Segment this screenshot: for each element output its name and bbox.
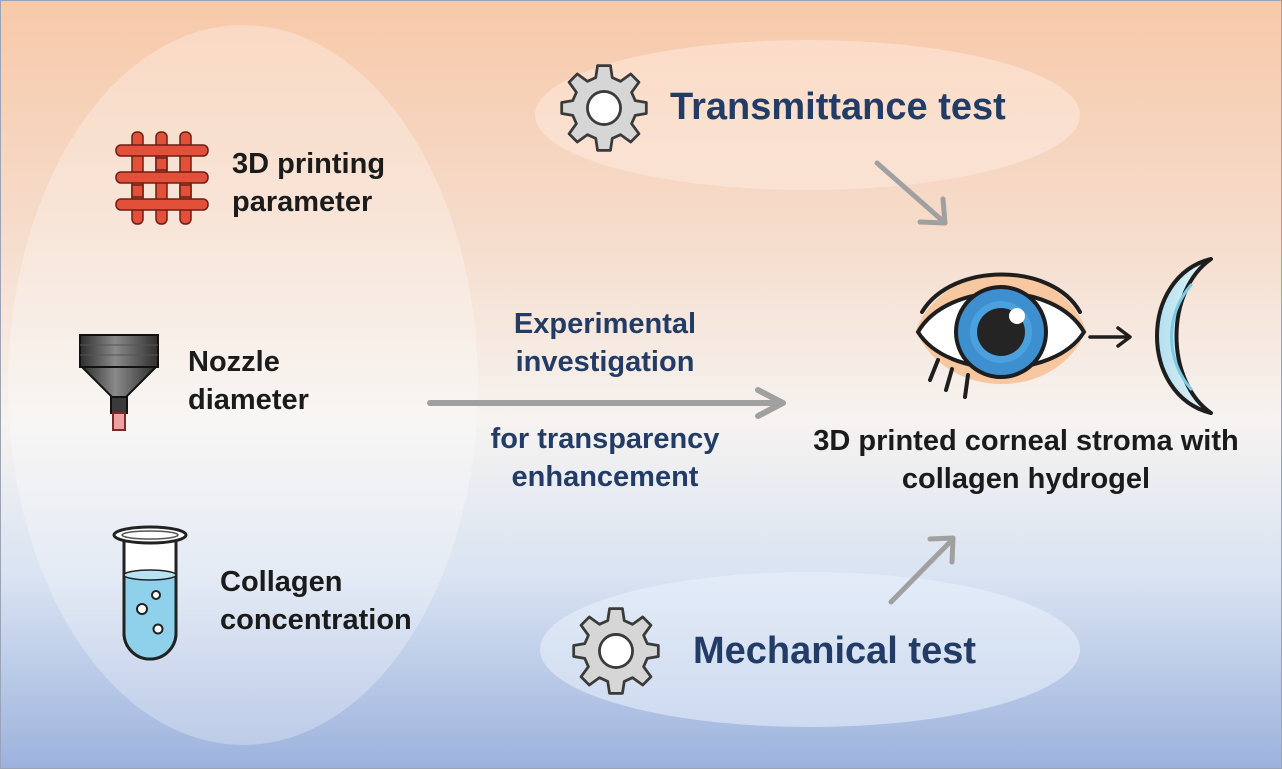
transmittance-test-label: Transmittance test [670, 86, 1006, 128]
output-line: 3D printed corneal stroma with [813, 425, 1239, 457]
gear-icon [572, 607, 660, 695]
main-arrow [427, 387, 786, 419]
input-label-nozzle-diameter: Nozzle diameter [188, 343, 309, 419]
input-label-collagen-concentration: Collagen concentration [220, 563, 412, 639]
input-label-printing-parameter: 3D printing parameter [232, 145, 385, 221]
process-line: Experimental [513, 308, 697, 340]
input-label-line: parameter [232, 186, 373, 218]
arrow-down-right [874, 160, 948, 226]
input-label-line: Collagen [220, 566, 343, 598]
output-label: 3D printed corneal stroma with collagen … [786, 422, 1266, 498]
arrow-up-right [888, 535, 956, 605]
mesh-grid-icon [115, 131, 209, 225]
input-label-line: 3D printing [232, 148, 386, 180]
nozzle-icon [79, 334, 159, 431]
test-tube-icon [112, 525, 188, 661]
output-line: collagen hydrogel [901, 463, 1151, 495]
input-label-line: Nozzle [188, 346, 280, 378]
left-panel-ellipse [8, 25, 478, 745]
process-line: for transparency [490, 423, 720, 455]
cornea-icon [1155, 257, 1213, 415]
input-label-line: concentration [220, 604, 412, 636]
process-label-bottom: for transparency enhancement [445, 420, 765, 496]
process-label-top: Experimental investigation [445, 305, 765, 381]
input-label-line: diameter [188, 384, 309, 416]
process-line: investigation [515, 346, 695, 378]
mechanical-test-label: Mechanical test [693, 630, 976, 672]
process-line: enhancement [511, 461, 699, 493]
gear-icon [560, 64, 648, 152]
small-arrow [1088, 326, 1132, 348]
eye-icon [915, 272, 1087, 399]
